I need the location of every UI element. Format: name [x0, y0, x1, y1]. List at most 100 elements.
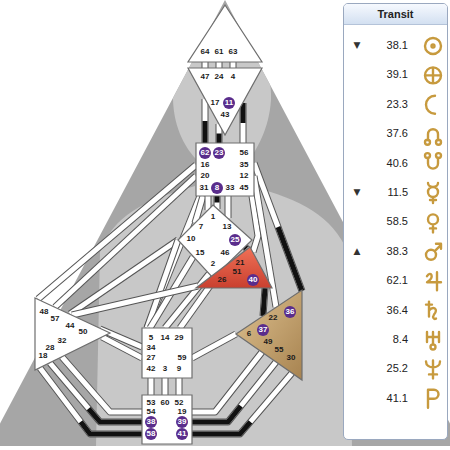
- active-channel-half: [192, 373, 292, 434]
- gate-number: 38: [145, 416, 157, 428]
- channel-connector: [205, 62, 206, 68]
- planet-glyph: [425, 153, 441, 169]
- channel-body: [163, 378, 168, 395]
- channel-connector: [263, 288, 265, 316]
- channel-connector: [102, 337, 142, 358]
- gate-number: 10: [187, 235, 196, 243]
- human-silhouette: [96, 42, 352, 446]
- gate-number: 39: [176, 416, 188, 428]
- transit-value: 8.4: [393, 334, 408, 345]
- gate-number: 4: [231, 73, 235, 81]
- gate-number: 53: [147, 399, 156, 407]
- gate-number: 42: [147, 365, 156, 373]
- channel-body: [102, 337, 142, 358]
- panel-title: Transit: [377, 8, 413, 20]
- channel-outline: [240, 103, 247, 143]
- gate-number: 58: [145, 428, 157, 440]
- gate-number: 15: [196, 249, 205, 257]
- planet-glyph: [428, 214, 438, 232]
- transit-value: 39.1: [387, 69, 408, 80]
- gate-number: 37: [257, 324, 269, 336]
- channel-connector: [165, 378, 166, 395]
- gate-number: 7: [199, 223, 203, 231]
- gate-number: 44: [66, 322, 75, 330]
- active-channel-half: [203, 99, 208, 143]
- gate-number: 57: [51, 315, 60, 323]
- channel-connector: [192, 334, 236, 358]
- transit-value: 36.4: [387, 304, 408, 315]
- gate-number: 61: [215, 48, 224, 56]
- center-shape: [188, 5, 262, 62]
- head-center: 64 61 63: [188, 5, 262, 62]
- gate-number: 34: [147, 344, 156, 352]
- gate-number: 64: [201, 48, 210, 56]
- gate-number: 2: [211, 260, 215, 268]
- center-shape: [236, 290, 302, 380]
- gate-number: 31: [200, 184, 209, 192]
- gate-number: 20: [201, 172, 210, 180]
- channel-connector: [217, 196, 218, 209]
- transit-value: 23.3: [387, 98, 408, 109]
- transit-value: 40.6: [387, 157, 408, 168]
- transit-value: 37.6: [387, 128, 408, 139]
- center-outline: [188, 68, 262, 135]
- channel-connector: [233, 62, 234, 68]
- direction-arrow: ▼: [354, 188, 361, 197]
- planet-glyph: [425, 67, 441, 83]
- gate-number: 30: [287, 354, 296, 362]
- transit-value: 11.5: [387, 187, 408, 198]
- gate-number: 63: [229, 48, 238, 56]
- gate-number: 62: [199, 147, 211, 159]
- gate-number: 24: [215, 73, 224, 81]
- channel-body: [263, 288, 265, 316]
- planet-glyph: [425, 38, 441, 54]
- direction-arrow: ▲: [354, 246, 361, 255]
- gate-number: 17: [211, 99, 220, 107]
- channel-outline: [148, 378, 155, 395]
- gate-number: 13: [223, 223, 232, 231]
- channel-outline: [263, 288, 265, 316]
- channel-connector: [208, 196, 209, 210]
- gate-number: 56: [240, 149, 249, 157]
- gate-number: 26: [218, 276, 227, 284]
- gate-number: 18: [39, 352, 48, 360]
- planet-glyph: [428, 390, 439, 408]
- channel-outline: [40, 368, 142, 434]
- gate-number: 5: [149, 334, 153, 342]
- channel-outline: [176, 378, 183, 395]
- channel-body: [192, 373, 292, 434]
- gate-number: 11: [223, 97, 235, 109]
- active-channel-half: [50, 363, 142, 422]
- gate-number: 55: [275, 346, 284, 354]
- center-outline: [196, 247, 272, 288]
- center-outline: [35, 298, 110, 370]
- channel-body: [217, 62, 222, 68]
- transit-value: 25.2: [387, 363, 408, 374]
- planet-glyph: [427, 272, 441, 290]
- channel-connector: [192, 352, 262, 412]
- channel-connector: [72, 286, 198, 315]
- channel-outline: [202, 99, 209, 143]
- panel-header: Transit: [344, 4, 447, 25]
- gate-number: 52: [175, 399, 184, 407]
- channel-connector: [205, 99, 206, 143]
- direction-arrow: ▼: [354, 41, 361, 50]
- channel-outline: [50, 363, 142, 422]
- gate-number: 47: [201, 73, 210, 81]
- channel-outline: [192, 352, 262, 412]
- active-channel-half: [192, 362, 276, 422]
- channel-body: [226, 196, 231, 218]
- gate-number: 23: [213, 147, 225, 159]
- heart-center: 21512640: [196, 247, 272, 288]
- gate-number: 40: [247, 274, 259, 286]
- transit-value: 58.5: [387, 216, 408, 227]
- center-outline: [196, 143, 254, 196]
- planet-glyph: [426, 244, 441, 260]
- channel-connector: [179, 378, 180, 395]
- gate-number: 49: [264, 338, 273, 346]
- gate-number: 50: [79, 328, 88, 336]
- channel-body: [241, 103, 246, 143]
- channel-connector: [40, 368, 142, 434]
- center-outline: [236, 290, 302, 380]
